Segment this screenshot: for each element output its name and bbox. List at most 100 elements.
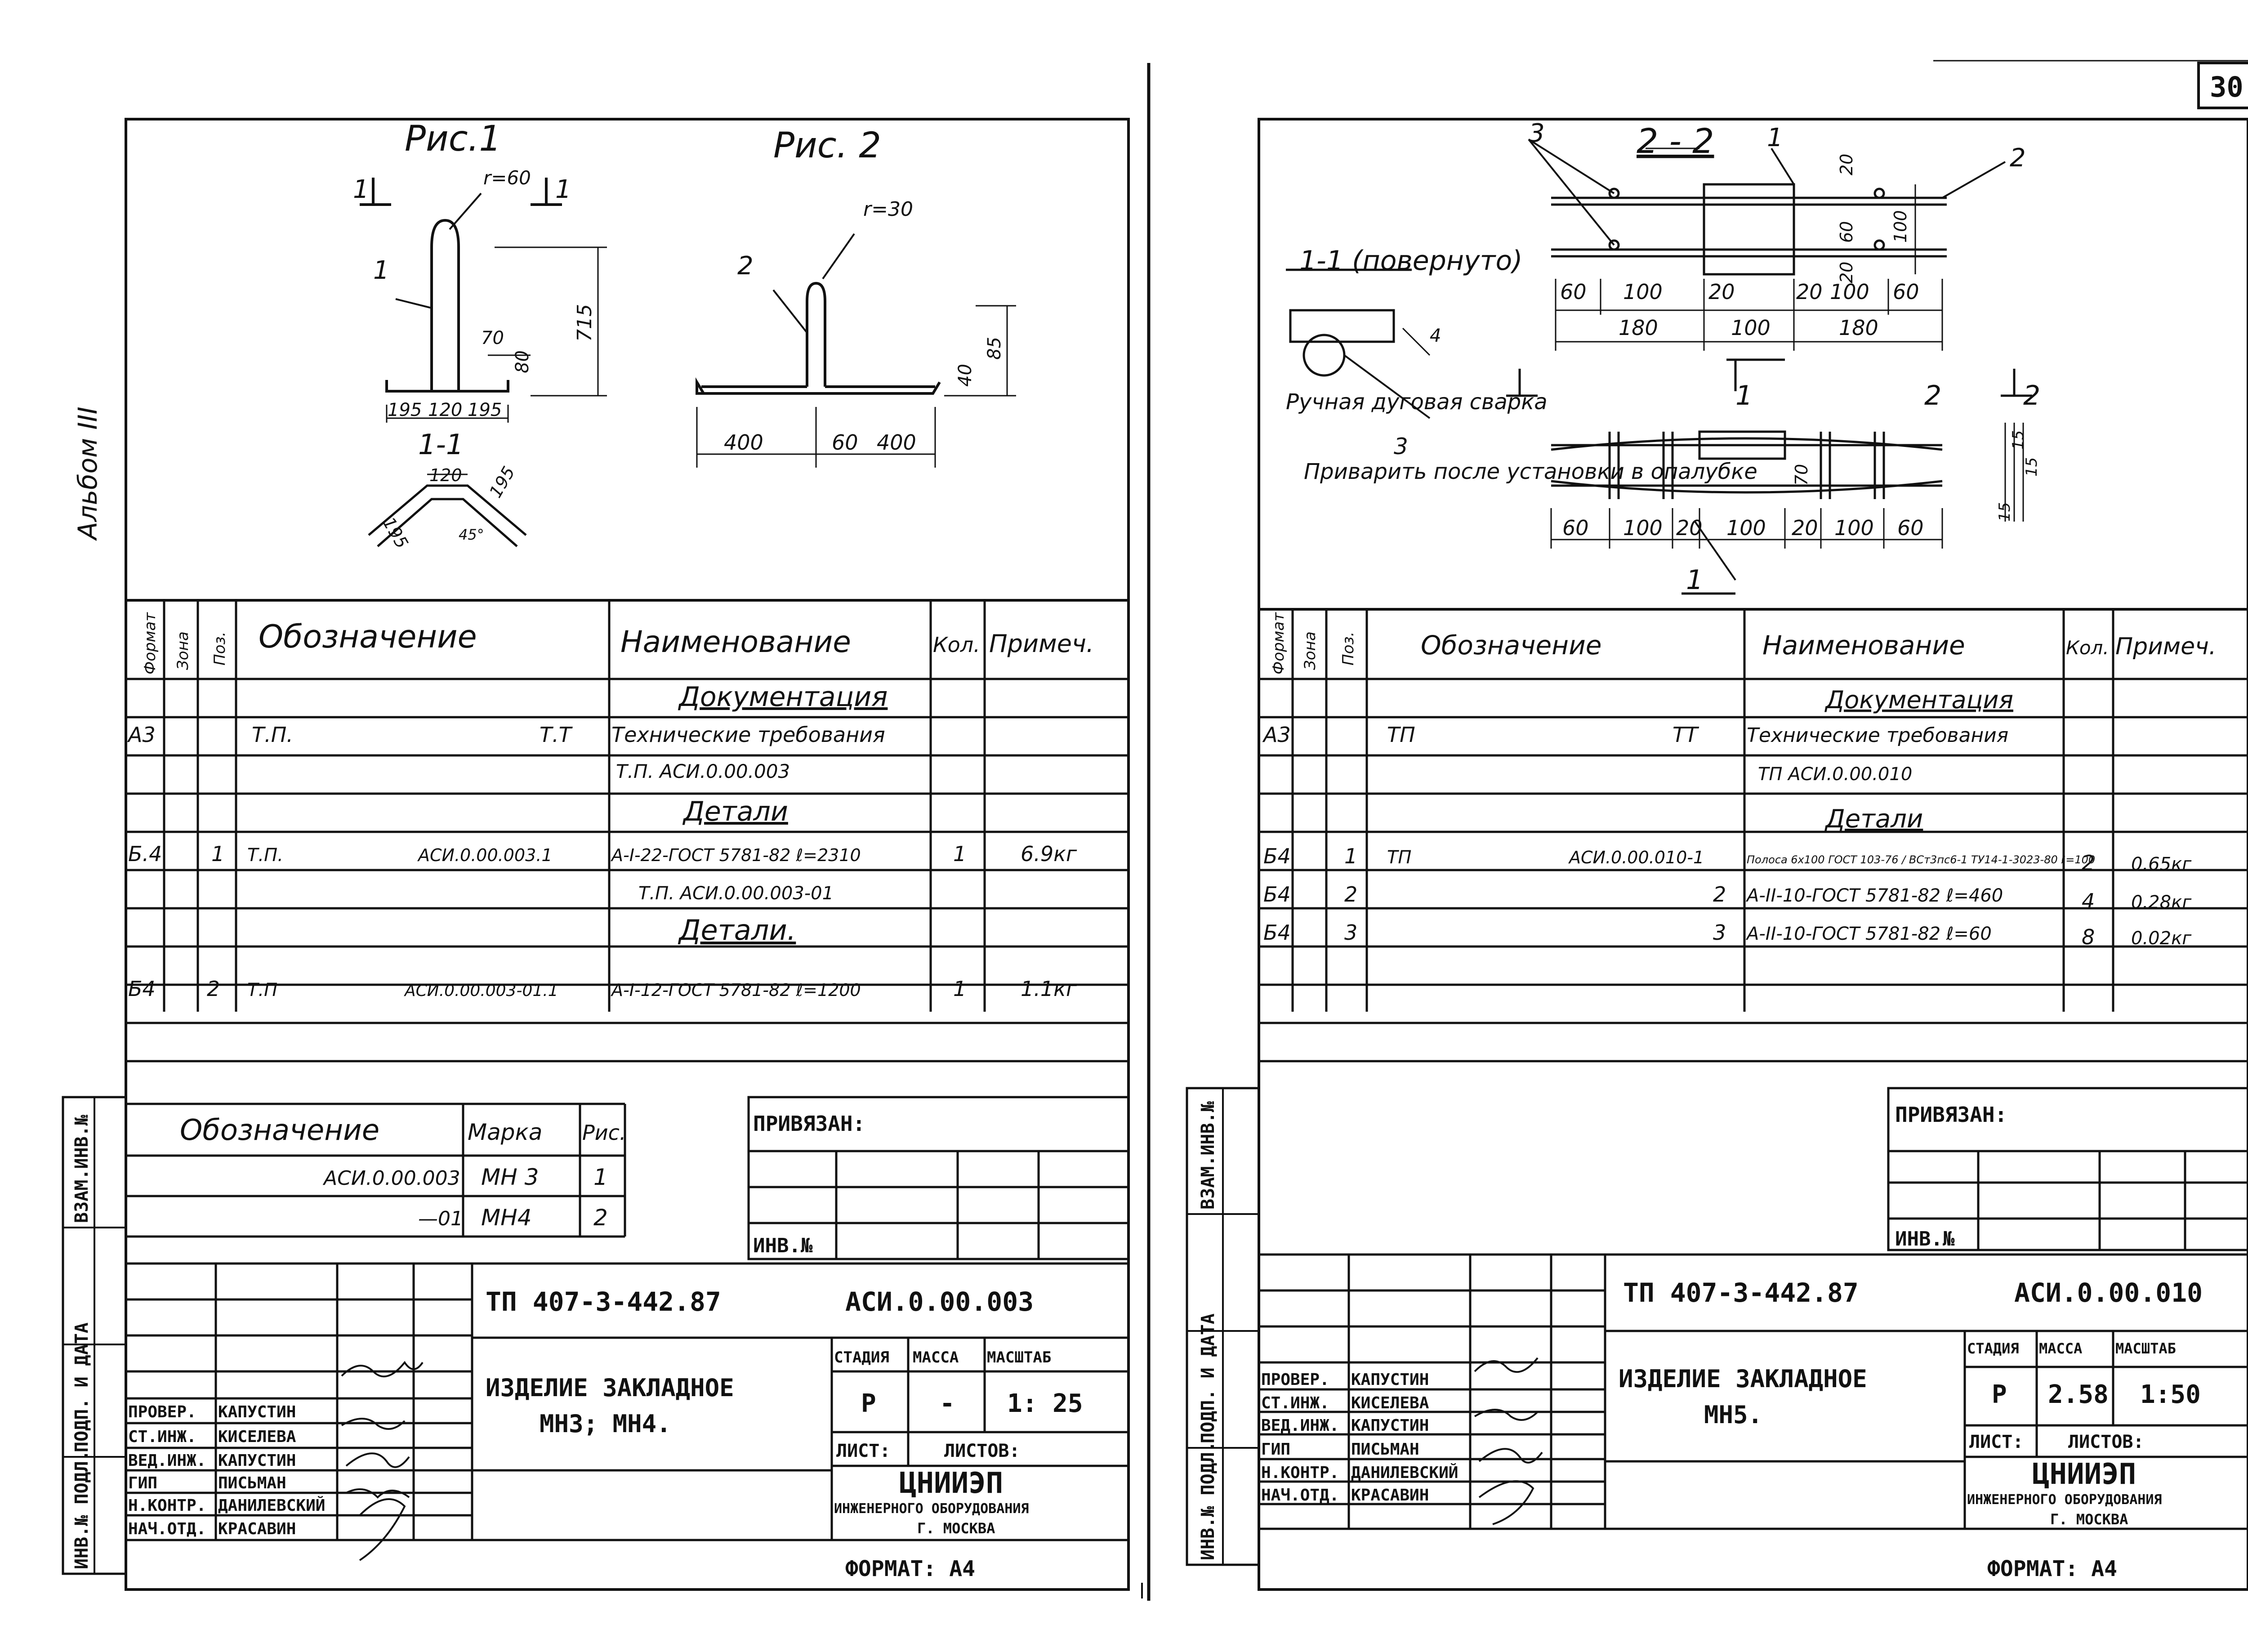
right-side-stamp-0: ИНВ.№ ПОДЛ. <box>1198 1441 1218 1560</box>
plan-dim-vert-2: 15 <box>2023 457 2041 477</box>
fig1-section-title: 1-1 <box>418 428 464 461</box>
left-spec-row-1-designation2: Т.Т <box>540 723 573 747</box>
left-spec-h-designation: Обозначение <box>259 618 477 655</box>
right-stamp-project: ТП 407-3-442.87 <box>1623 1277 1859 1308</box>
left-inv-label: ИНВ.№ <box>753 1234 813 1257</box>
sec22-pos-3: 3 <box>1529 119 1545 148</box>
left-stamp-org-1: ЦНИИЭП <box>899 1467 1003 1500</box>
fig1-sec-dim-3: 195 <box>486 463 519 501</box>
sec22-dim-total-0: 180 <box>1619 316 1658 340</box>
right-side-stamp-1: ПОДП. И ДАТА <box>1198 1313 1218 1443</box>
left-marks-h-designation: Обозначение <box>180 1114 379 1147</box>
right-privyazan-grid <box>1887 1087 2248 1251</box>
left-stamp-mass: - <box>940 1389 955 1418</box>
right-person-3-role: ГИП <box>1261 1440 1290 1459</box>
sec22-dim-top-5: 60 <box>1893 280 1919 304</box>
left-person-1-name: КИСЕЛЕВА <box>218 1428 296 1446</box>
plan-geometry <box>1506 358 2032 595</box>
left-stamp-stage-label: СТАДИЯ <box>834 1348 889 1366</box>
fig2-title: Рис. 2 <box>773 125 881 166</box>
left-spec-row-2-name: Т.П. АСИ.0.00.003 <box>616 760 790 782</box>
right-spec-row-5-pos: 2 <box>1344 882 1357 906</box>
right-spec-row-1-format: А3 <box>1262 723 1291 747</box>
right-frame <box>1258 118 2248 1591</box>
right-spec-row-5-designation2: 2 <box>1713 882 1726 906</box>
right-person-4-role: Н.КОНТР. <box>1261 1464 1339 1482</box>
fig2-pos: 2 <box>737 251 754 281</box>
right-stamp-format: ФОРМАТ: А4 <box>1987 1556 2117 1581</box>
plan-dim-vert-1: 15 <box>2009 430 2027 450</box>
sec22-dim-vert-2: 100 <box>1891 210 1910 243</box>
left-marks-row-0-designation: АСИ.0.00.003 <box>322 1167 460 1190</box>
right-spec-row-4-note: 0.65кг <box>2131 854 2192 875</box>
right-spec-row-5-format: Б4 <box>1263 882 1291 906</box>
right-stamp-mass: 2.58 <box>2048 1380 2109 1409</box>
left-spec-row-7-designation2: АСИ.0.00.003-01.1 <box>404 982 558 1000</box>
left-stamp-code: АСИ.0.00.003 <box>845 1286 1034 1317</box>
left-spec-row-7-qty: 1 <box>953 977 966 1001</box>
fig2-dim-2: 60 <box>832 430 858 455</box>
sec11-note: Приварить после установки в опалубке <box>1304 459 1757 484</box>
fig2-dim-3: 400 <box>877 430 916 455</box>
left-spec-row-1-name: Технические требования <box>611 723 885 747</box>
right-stamp-stage: Р <box>1992 1380 2007 1409</box>
sec22-title: 2 - 2 <box>1637 121 1714 161</box>
left-side-stamp-1: ПОДП. И ДАТА <box>71 1322 92 1452</box>
right-person-4-name: ДАНИЛЕВСКИЙ <box>1351 1463 1458 1482</box>
right-person-0-role: ПРОВЕР. <box>1261 1371 1329 1389</box>
right-spec-row-1-name: Технические требования <box>1747 724 2008 747</box>
left-spec-row-3-name: Детали <box>682 796 788 827</box>
left-stamp-mass-label: МАССА <box>913 1348 959 1366</box>
left-spec-row-5-name: Т.П. АСИ.0.00.003-01 <box>638 883 834 904</box>
left-spec-row-7-format: Б4 <box>128 977 156 1001</box>
left-spec-row-4-note: 6.9кг <box>1021 842 1077 866</box>
plan-dim-2: 20 <box>1676 516 1703 540</box>
right-stamp-mass-label: МАССА <box>2039 1340 2082 1357</box>
fig1-radius: r=60 <box>483 167 531 189</box>
right-person-5-role: НАЧ.ОТД. <box>1261 1486 1339 1505</box>
right-person-5-name: КРАСАВИН <box>1351 1486 1429 1505</box>
left-spec-row-4-format: Б.4 <box>128 842 162 866</box>
left-spec-row-7-pos: 2 <box>207 977 220 1001</box>
left-privyazan-label: ПРИВЯЗАН: <box>753 1112 865 1136</box>
left-stamp-scale-label: МАСШТАБ <box>987 1348 1051 1366</box>
right-spec-h-note: Примеч. <box>2115 633 2216 660</box>
right-stamp-org-2: ИНЖЕНЕРНОГО ОБОРУДОВАНИЯ <box>1967 1492 2162 1508</box>
sec22-dim-top-3: 20 <box>1796 280 1823 304</box>
plan-pos-2b: 2 <box>2023 380 2040 411</box>
left-privyazan-grid <box>747 1096 1130 1260</box>
left-spec-row-4-qty: 1 <box>953 842 966 866</box>
right-spec-row-4-designation: ТП <box>1387 847 1412 868</box>
left-marks-row-0-fig: 1 <box>593 1164 608 1190</box>
sec22-dim-top-4: 100 <box>1830 280 1869 304</box>
right-person-2-role: ВЕД.ИНЖ. <box>1261 1416 1339 1435</box>
right-spec-h-name: Наименование <box>1762 630 1965 661</box>
right-spec-h-zone: Зона <box>1301 631 1319 670</box>
left-spec-row-4-designation: Т.П. <box>247 845 283 866</box>
left-spec-row-7-note: 1.1кг <box>1021 977 1077 1001</box>
left-spec-row-1-designation: Т.П. <box>252 723 293 747</box>
left-person-3-role: ГИП <box>128 1474 157 1492</box>
sec11-title: 1-1 (повернуто) <box>1299 245 1523 277</box>
right-spec-h-pos: Поз. <box>1339 632 1357 665</box>
right-spec-row-6-pos: 3 <box>1344 920 1357 945</box>
fig1-sec-dim-1: 120 <box>429 465 462 485</box>
sec22-pos-1: 1 <box>1767 123 1783 152</box>
right-spec-h-format: Формат <box>1270 612 1288 674</box>
left-stamp-stage: Р <box>861 1389 876 1418</box>
sec22-dim-total-1: 100 <box>1731 316 1771 340</box>
fig1-dim-6: 715 <box>573 304 596 342</box>
sec11-geometry <box>1286 268 1431 419</box>
right-spec-row-6-name: А-II-10-ГОСТ 5781-82 ℓ=60 <box>1745 924 1992 944</box>
left-spec-row-4-pos: 1 <box>211 842 224 866</box>
right-spec-row-1-designation2: ТТ <box>1673 723 1699 747</box>
right-spec-row-5-name: А-II-10-ГОСТ 5781-82 ℓ=460 <box>1745 885 2003 906</box>
sec22-dim-top-1: 100 <box>1623 280 1663 304</box>
left-marks-row-1-designation: —01 <box>418 1207 463 1230</box>
plan-dim-vert-3: 15 <box>1996 502 2014 522</box>
right-person-1-role: СТ.ИНЖ. <box>1261 1394 1329 1412</box>
left-stamp-scale: 1: 25 <box>1007 1389 1083 1418</box>
left-marks-h-mark: Марка <box>468 1119 542 1145</box>
plan-pos-1b: 1 <box>1686 564 1703 596</box>
right-person-0-name: КАПУСТИН <box>1351 1371 1429 1389</box>
